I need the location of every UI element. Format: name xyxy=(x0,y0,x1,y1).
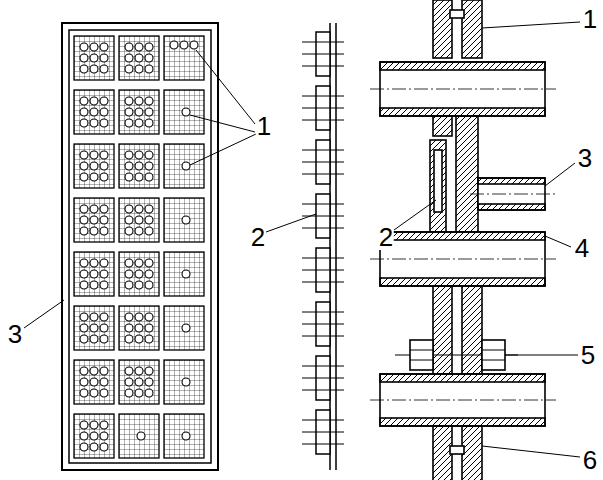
callout-number: 3 xyxy=(577,145,593,171)
callout-number: 5 xyxy=(580,342,596,368)
front-view xyxy=(62,23,218,470)
callout-number: 2 xyxy=(378,224,394,250)
callout-number: 2 xyxy=(250,224,266,250)
callout-number: 1 xyxy=(582,6,598,32)
callout-number: 3 xyxy=(7,321,23,347)
side-view xyxy=(302,23,344,470)
section-view xyxy=(370,0,556,480)
callout-number: 4 xyxy=(574,235,590,261)
callout-number: 1 xyxy=(256,113,272,139)
leader-lines xyxy=(24,22,580,457)
callout-number: 6 xyxy=(582,447,598,473)
